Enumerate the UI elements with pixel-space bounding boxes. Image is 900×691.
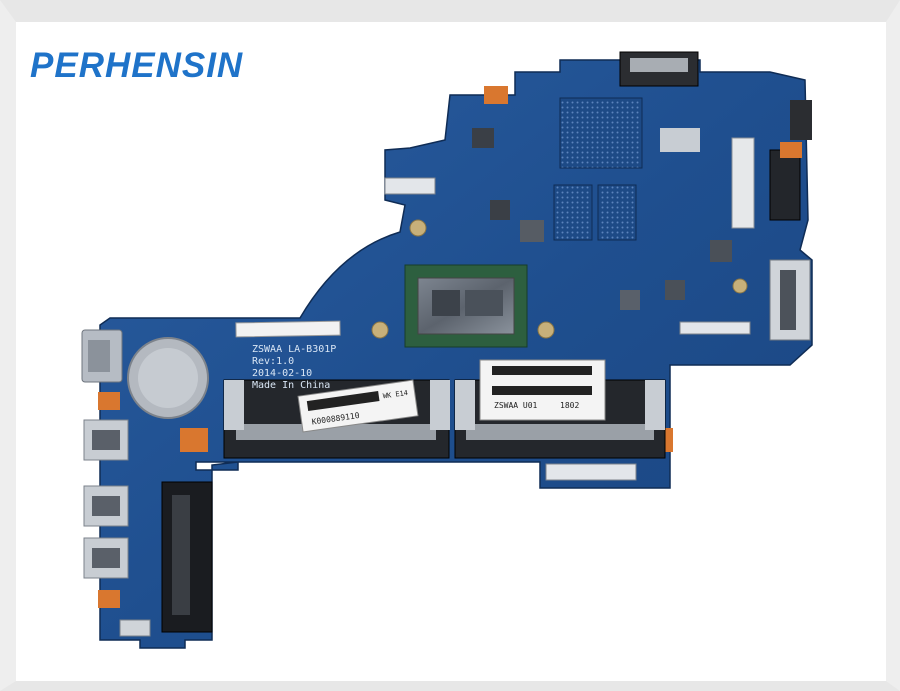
vga-port-inner	[88, 340, 110, 372]
brand-watermark: PERHENSIN	[30, 46, 244, 85]
chipset-bga	[559, 97, 643, 169]
ram-slot-2-latch	[645, 380, 665, 430]
cpu-die-segment	[432, 290, 460, 316]
power-connector-pins	[630, 58, 688, 72]
small-connector	[119, 619, 151, 637]
orange-pad	[98, 590, 120, 608]
silk-date: 2014-02-10	[252, 368, 312, 379]
ram-slot-1-contacts	[236, 424, 436, 440]
sticker-right-barcode	[492, 386, 592, 395]
chip	[620, 290, 640, 310]
fan-connector	[790, 100, 812, 140]
screw-hole	[732, 278, 748, 294]
memory-bga	[597, 184, 637, 241]
cpu-die-segment	[465, 290, 503, 316]
screw-hole	[371, 321, 389, 339]
sticker-left-tag: WK E14	[382, 389, 408, 400]
sticker-right-sub: 1802	[560, 401, 579, 410]
ribbon-connector-lower	[545, 463, 637, 481]
sticker-right-barcode	[492, 366, 592, 375]
usb-port-2-slot	[92, 496, 120, 516]
sticker-right-code: ZSWAA U01	[494, 401, 538, 410]
cmos-battery-face	[138, 348, 198, 408]
chip	[710, 240, 732, 262]
barcode-strip	[235, 320, 341, 338]
screw-hole	[409, 219, 427, 237]
orange-pad	[780, 142, 802, 158]
silk-model: ZSWAA LA-B301P	[252, 344, 336, 355]
chip	[665, 280, 685, 300]
ribbon-connector-bottom	[679, 321, 751, 335]
silk-rev: Rev:1.0	[252, 356, 294, 367]
orange-pad	[98, 392, 120, 410]
usb-port-1-slot	[92, 430, 120, 450]
ram-slot-1-latch	[224, 380, 244, 430]
screw-hole	[537, 321, 555, 339]
silk-origin: Made In China	[252, 380, 330, 391]
sata-connector-slot	[172, 495, 190, 615]
ribbon-connector	[731, 137, 755, 229]
ram-slot-1-latch	[430, 380, 450, 430]
sticker-left-barcode	[306, 391, 380, 411]
chip	[520, 220, 544, 242]
mini-pci-slot	[769, 149, 801, 221]
memory-bga	[553, 184, 593, 241]
ribbon-connector-small	[384, 177, 436, 195]
chip	[660, 128, 700, 152]
ram-slot-2-latch	[455, 380, 475, 430]
orange-pad	[180, 428, 208, 452]
chip	[472, 128, 494, 148]
usb-port-3-slot	[92, 548, 120, 568]
orange-pad	[484, 86, 508, 104]
chip	[490, 200, 510, 220]
sata-connector-right-slot	[780, 270, 796, 330]
ram-slot-2-contacts	[466, 424, 654, 440]
sticker-left	[297, 379, 419, 433]
